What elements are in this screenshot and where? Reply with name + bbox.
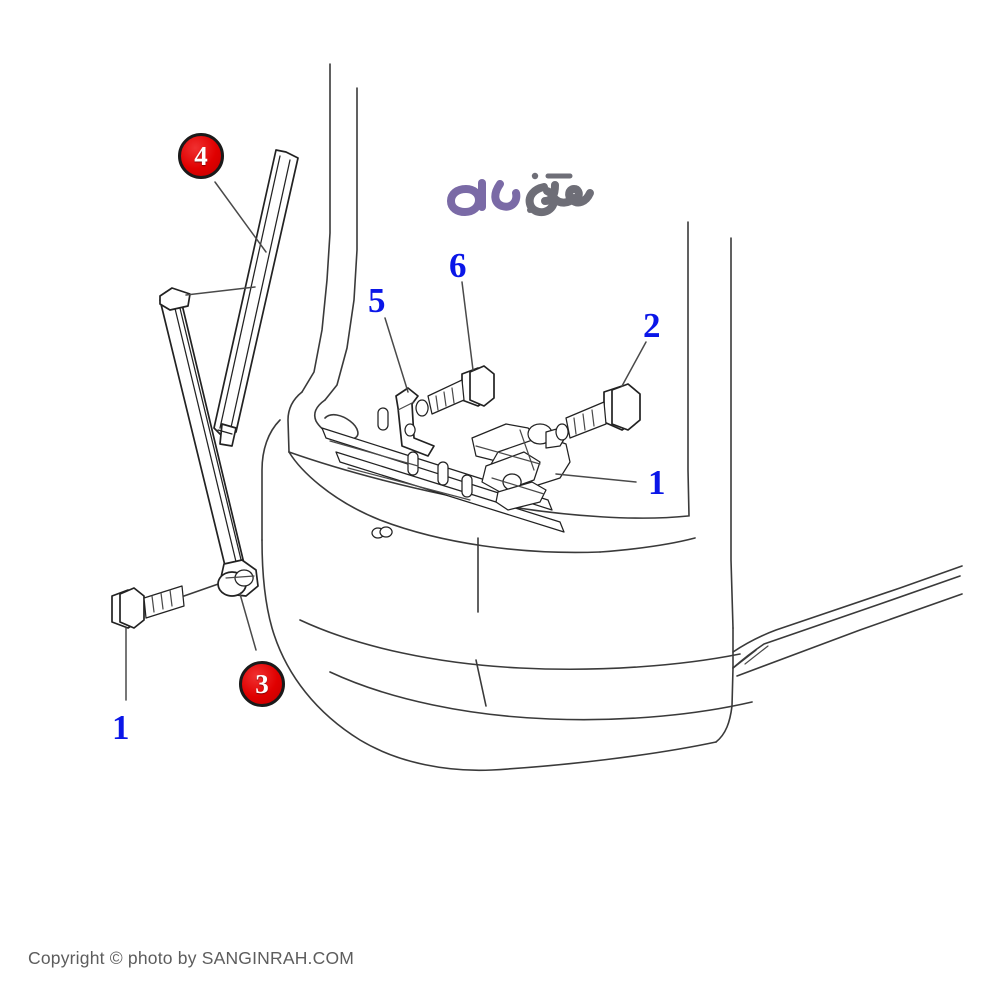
callout-number-2: 2 [643, 306, 661, 345]
callout-badge-4: 4 [178, 133, 224, 179]
wiper-blade-4 [213, 149, 299, 447]
wiper-arm-3 [159, 287, 259, 597]
leader-blade-tick [185, 286, 256, 296]
callout-number-6: 6 [449, 246, 467, 285]
callout-badge-3: 3 [239, 661, 285, 707]
callout-number-5: 5 [368, 281, 386, 320]
mounting-bracket-5 [395, 387, 435, 457]
leader-lines [125, 181, 647, 701]
callout-number-1-right: 1 [648, 463, 666, 502]
bolt-2 [555, 383, 641, 441]
pivot-bolt-1-left [111, 581, 225, 629]
leader-1-right [555, 473, 637, 483]
wiper-motor-assembly [471, 423, 571, 511]
bolt-6 [415, 365, 495, 417]
leader-4 [214, 181, 267, 253]
leader-5 [384, 317, 409, 393]
leader-3 [239, 593, 257, 651]
leader-2 [621, 341, 647, 387]
callout-number-1-left: 1 [112, 708, 130, 747]
copyright-notice: Copyright © photo by SANGINRAH.COM [28, 948, 355, 968]
leader-6 [461, 281, 474, 371]
